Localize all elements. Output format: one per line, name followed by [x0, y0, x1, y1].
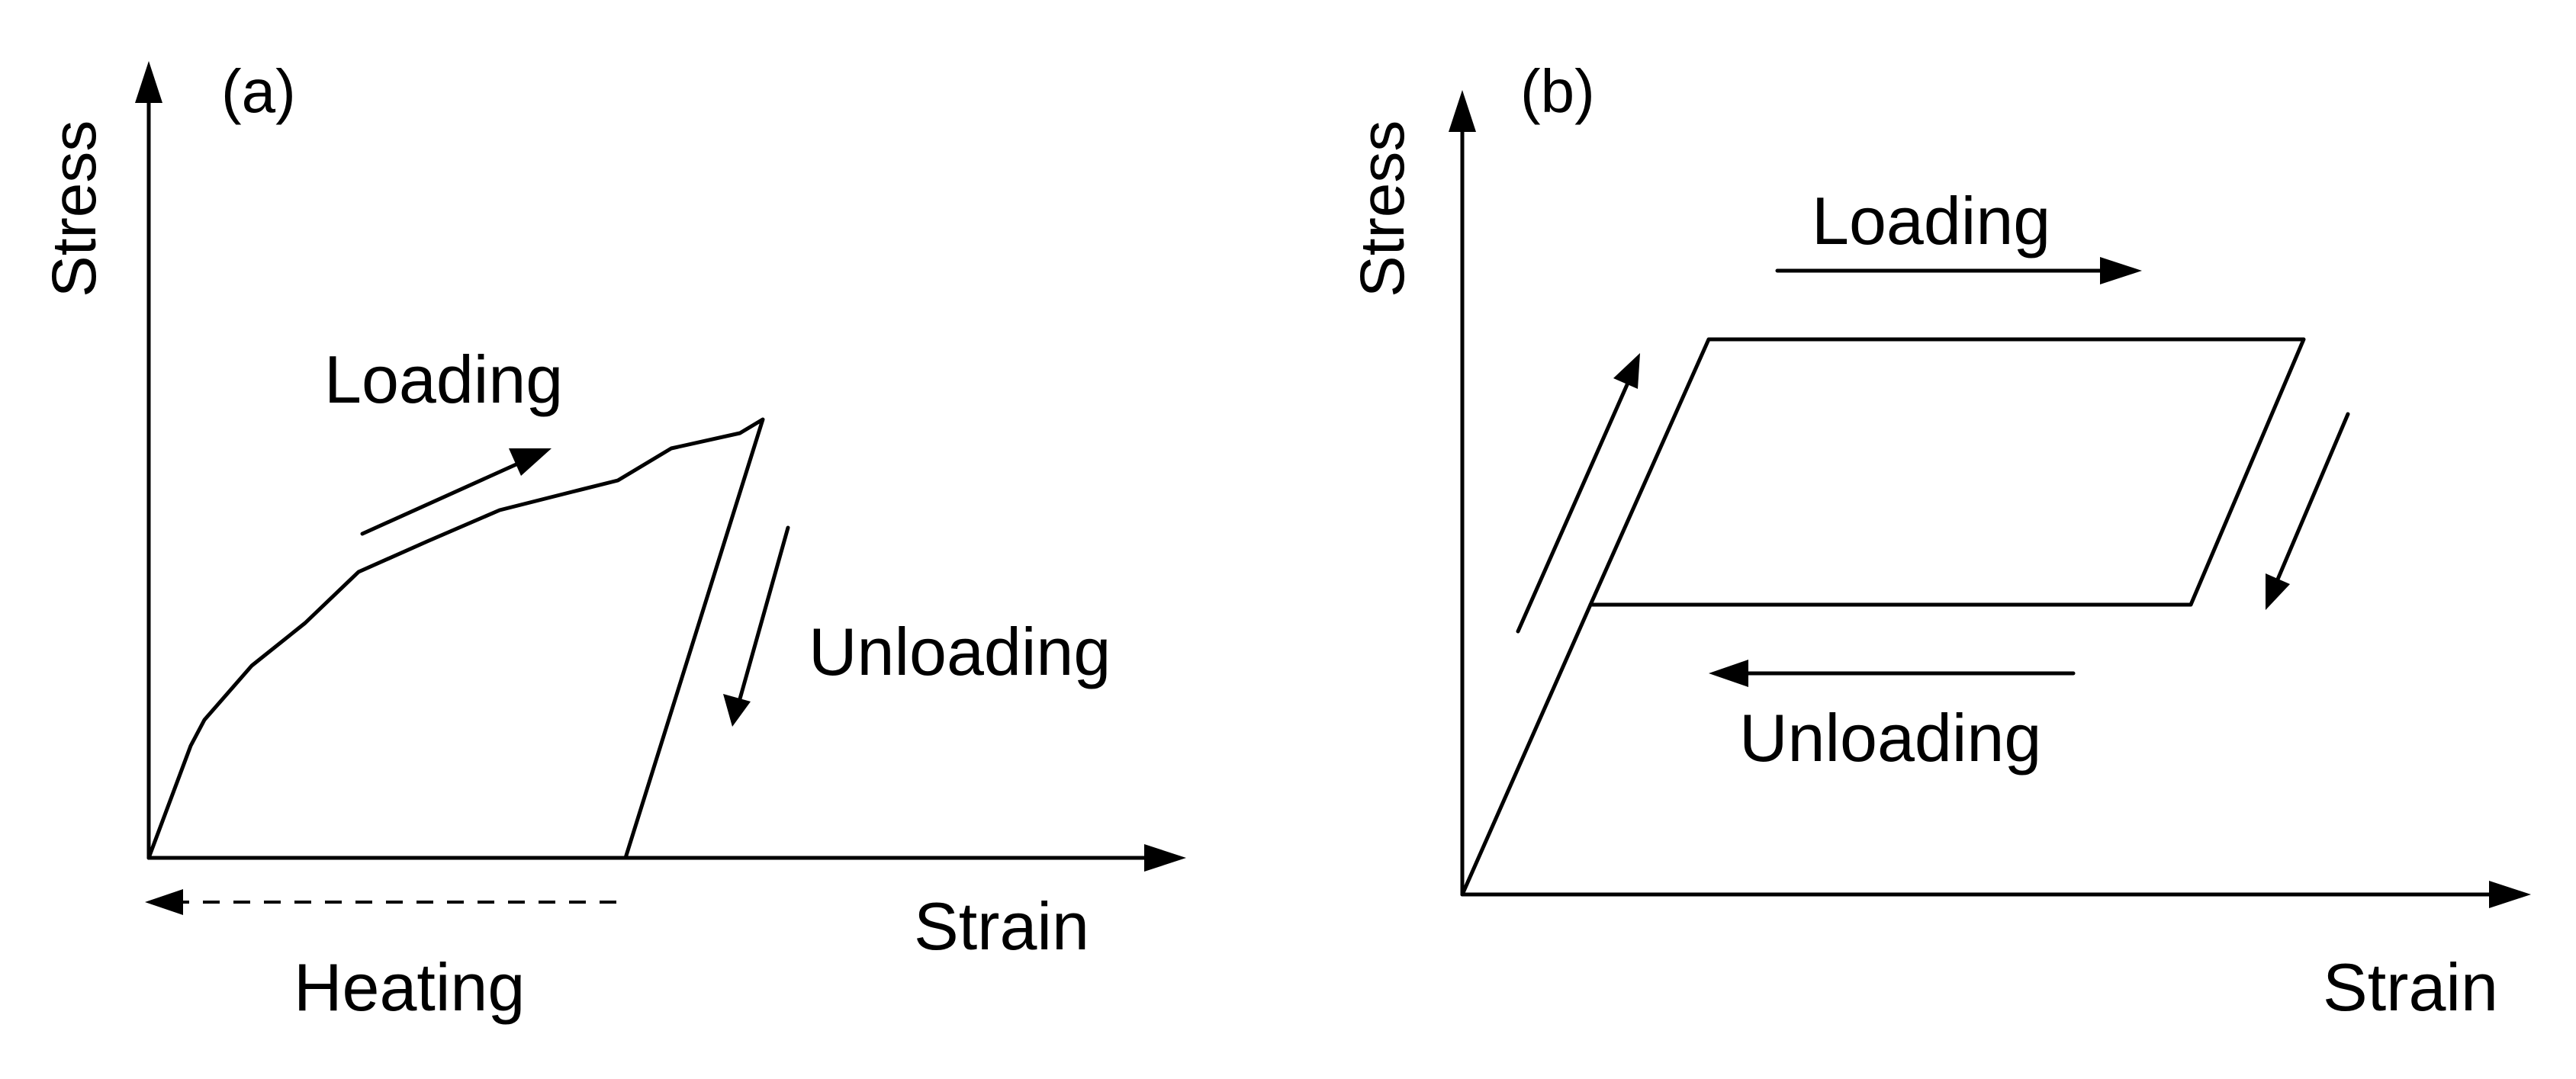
panel-a-stress-strain-curve: [146, 417, 765, 860]
panel-b-x-axis-arrowhead: [2489, 881, 2531, 908]
panel-a-loading-arrowhead: [509, 448, 552, 476]
panel-b-left-arrow: [1516, 379, 1631, 634]
panel-a-x-axis-arrowhead: [1144, 844, 1186, 872]
panel-b-unloading-arrowhead: [1709, 660, 1748, 687]
panel-b-elastic-line: [1460, 602, 1593, 897]
panel-a-unloading-label: Unloading: [809, 614, 1111, 689]
panel-b-unloading-label: Unloading: [1739, 700, 2041, 776]
panel-a-loading-label: Loading: [324, 342, 563, 417]
panel-a-unloading-arrow: [737, 525, 790, 704]
panel-b-tag: (b): [1520, 57, 1595, 125]
panel-b-y-axis-label: Stress: [1348, 120, 1417, 297]
panel-b-left-arrowhead: [1613, 353, 1640, 389]
panel-a-tag: (a): [221, 57, 296, 125]
panel-b-x-axis-label: Strain: [2323, 949, 2498, 1025]
panel-b-hysteresis-loop: [1588, 337, 2306, 607]
panel-b-loading-arrowhead: [2100, 257, 2142, 284]
panel-b: (b) Stress Loading Unloading Strain: [1348, 57, 2531, 1025]
panel-a-y-axis-arrowhead: [135, 61, 162, 103]
panel-a-heating-label: Heating: [294, 949, 525, 1025]
panel-b-loading-label: Loading: [1812, 183, 2050, 259]
panel-b-right-arrowhead: [2266, 573, 2290, 610]
panel-a-unloading-arrowhead: [723, 694, 751, 727]
panel-a-heating-arrowhead: [145, 889, 183, 915]
panel-b-right-arrow: [2275, 412, 2350, 583]
panel-a-loading-arrow: [360, 458, 529, 536]
panel-a-x-axis-label: Strain: [914, 888, 1089, 964]
panel-b-y-axis-arrowhead: [1449, 90, 1476, 132]
panel-a-y-axis-label: Stress: [40, 120, 109, 297]
panel-a: (a) Stress Loading Unloading Strain Heat…: [40, 57, 1186, 1025]
